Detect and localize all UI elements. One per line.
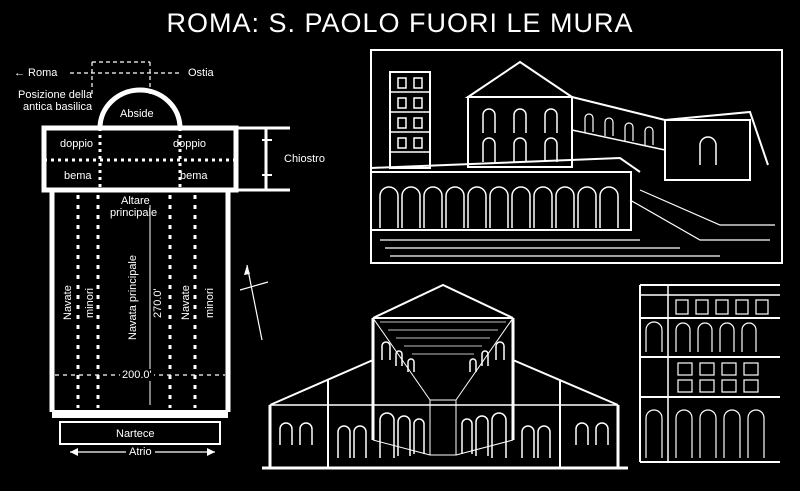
cloister-label: Chiostro [284, 153, 325, 165]
nave-length-label: 270.0' [152, 288, 164, 318]
side-aisles-left-label-2: minori [84, 288, 96, 318]
double-bema-left-label: doppio [60, 138, 94, 150]
bema-right-label: bema [180, 170, 208, 182]
old-basilica-position-label-line1: Posizione della [18, 89, 92, 101]
old-basilica-position-label-line2: antica basilica [23, 101, 93, 113]
double-bema-right-label: doppio [173, 138, 207, 150]
elevation-detail [639, 284, 780, 463]
apse-label: Abside [120, 108, 154, 120]
roma-direction-label: ← Roma [14, 67, 58, 79]
side-aisles-right-label-2: minori [204, 288, 216, 318]
side-aisles-right-label-1: Navate [180, 285, 192, 320]
nave-width-label: 200.0' [120, 369, 154, 381]
bema-left-label: bema [64, 170, 92, 182]
diagram-title: ROMA: S. PAOLO FUORI LE MURA [166, 8, 634, 38]
main-altar-label-line1: Altare [121, 195, 150, 207]
ostia-direction-label: Ostia [188, 67, 214, 79]
narthex-label: Nartece [116, 428, 155, 440]
side-aisles-left-label-1: Navate [62, 285, 74, 320]
exterior-view [370, 49, 783, 264]
main-altar-label-line2: principale [110, 207, 158, 219]
atrium-label: Atrio [126, 446, 155, 458]
floor-plan [41, 61, 290, 456]
cross-section [262, 283, 628, 470]
main-nave-label: Navata principale [127, 255, 139, 340]
